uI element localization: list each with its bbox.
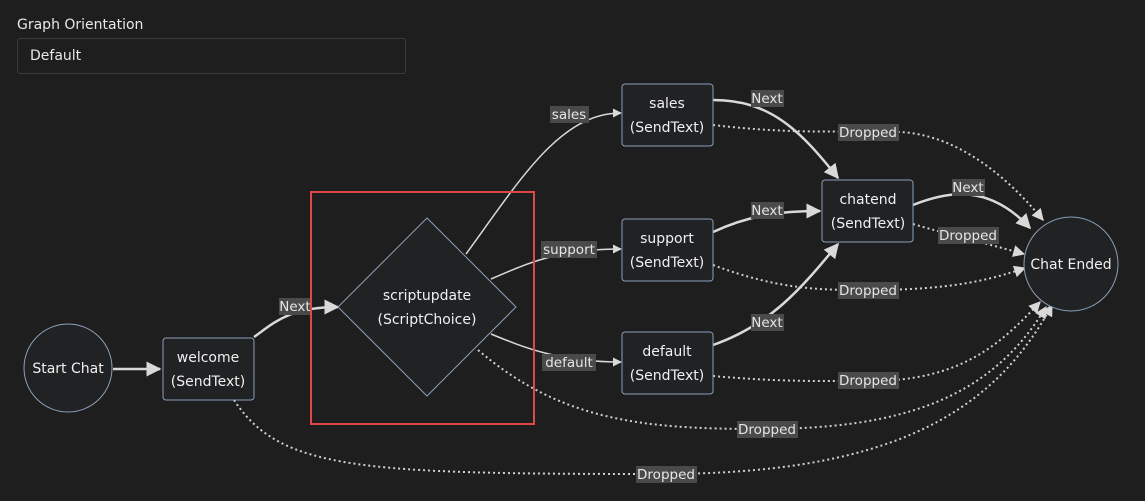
svg-text:Dropped: Dropped [839, 283, 897, 299]
svg-text:(SendText): (SendText) [630, 255, 705, 271]
node-support[interactable]: support (SendText) [621, 218, 714, 282]
svg-text:Dropped: Dropped [839, 373, 897, 389]
svg-text:default: default [545, 355, 593, 371]
svg-text:(SendText): (SendText) [630, 120, 705, 136]
edge-label-script-sales: sales [550, 106, 589, 123]
edge-default-chatend[interactable] [712, 242, 839, 347]
svg-text:(SendText): (SendText) [171, 374, 246, 390]
edge-label-default-next: Next [751, 314, 784, 331]
edge-script-default[interactable] [490, 333, 622, 367]
node-default[interactable]: default (SendText) [621, 331, 714, 395]
edge-label-script-support: support [541, 241, 597, 258]
edge-label-support-next: Next [751, 202, 784, 219]
graph-orientation-label: Graph Orientation [17, 17, 144, 33]
svg-text:Dropped: Dropped [738, 422, 796, 438]
edge-default-ended[interactable] [712, 301, 1041, 383]
node-sales[interactable]: sales (SendText) [621, 83, 714, 147]
svg-text:support: support [543, 242, 595, 258]
node-chat-ended[interactable]: Chat Ended [1023, 216, 1119, 312]
svg-text:Dropped: Dropped [939, 228, 997, 244]
edge-label-support-dropped: Dropped [838, 282, 899, 299]
svg-text:Next: Next [952, 180, 983, 196]
svg-text:chatend: chatend [839, 192, 896, 208]
edge-script-sales[interactable] [465, 108, 622, 255]
edge-label-script-dropped: Dropped [737, 421, 798, 438]
svg-text:Next: Next [279, 299, 310, 315]
node-start-chat[interactable]: Start Chat [23, 323, 113, 413]
edge-label-chatend-next: Next [952, 179, 985, 196]
svg-text:support: support [640, 231, 694, 247]
svg-text:welcome: welcome [177, 350, 239, 366]
svg-text:Dropped: Dropped [839, 125, 897, 141]
edge-label-default-dropped: Dropped [838, 372, 899, 389]
svg-text:sales: sales [552, 107, 586, 123]
svg-text:scriptupdate: scriptupdate [383, 288, 471, 304]
node-scriptupdate[interactable]: scriptupdate (ScriptChoice) [337, 217, 517, 397]
svg-text:(SendText): (SendText) [831, 216, 906, 232]
svg-text:Next: Next [751, 203, 782, 219]
svg-text:(SendText): (SendText) [630, 368, 705, 384]
node-welcome[interactable]: welcome (SendText) [162, 337, 255, 401]
svg-text:default: default [642, 344, 692, 360]
edge-welcome-scriptupdate[interactable] [253, 299, 340, 339]
edge-label-sales-dropped: Dropped [838, 124, 899, 141]
edge-label-chatend-dropped: Dropped [938, 227, 999, 244]
selection-highlight [310, 191, 535, 425]
svg-text:Chat Ended: Chat Ended [1030, 257, 1111, 273]
svg-text:Next: Next [751, 91, 782, 107]
svg-text:sales: sales [649, 96, 685, 112]
edge-label-script-default: default [542, 354, 596, 371]
svg-text:Dropped: Dropped [637, 467, 695, 483]
edge-sales-chatend[interactable] [712, 98, 839, 180]
edge-label-welcome-next: Next [279, 298, 311, 315]
edge-label-welcome-dropped: Dropped [636, 466, 697, 483]
svg-text:Start Chat: Start Chat [32, 361, 104, 377]
edges [113, 98, 1053, 476]
edge-label-sales-next: Next [751, 90, 784, 107]
edge-chatend-ended-next[interactable] [912, 192, 1032, 230]
svg-text:Next: Next [751, 315, 782, 331]
graph-orientation-select[interactable]: Default [17, 38, 406, 74]
edge-labels: Next Dropped sales support default Dropp… [279, 90, 999, 483]
node-chatend[interactable]: chatend (SendText) [821, 179, 914, 243]
svg-text:(ScriptChoice): (ScriptChoice) [378, 312, 477, 328]
